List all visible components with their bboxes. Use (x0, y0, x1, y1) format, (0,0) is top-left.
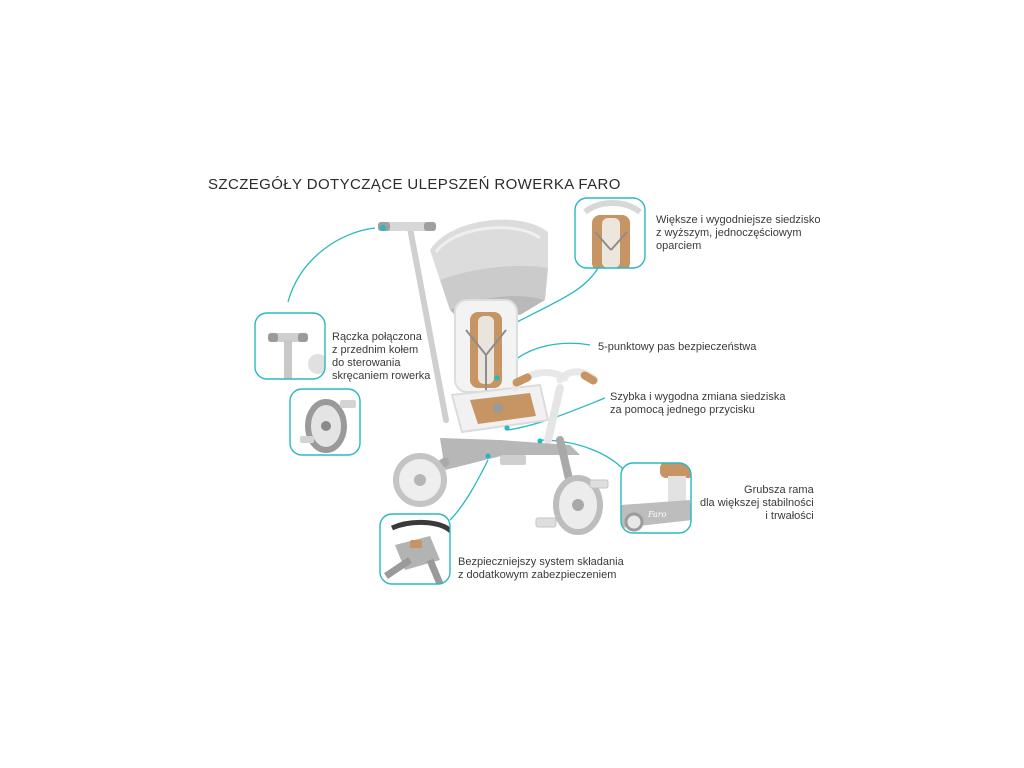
callout-seat-change-line-1: Szybka i wygodna zmiana siedziska (610, 391, 786, 403)
canopy (430, 219, 548, 322)
front-bar (511, 368, 599, 444)
callout-seat-change-line-2: za pomocą jednego przycisku (610, 404, 755, 416)
push-handle (378, 222, 449, 423)
callout-seat-line-3: oparciem (656, 240, 702, 252)
callout-harness: 5-punktowy pas bezpieczeństwa (598, 341, 756, 354)
callout-seat-line-1: Większe i wygodniejsze siedzisko (656, 214, 821, 226)
tricycle (378, 219, 609, 535)
pedal-right (589, 479, 609, 489)
callout-folding-line-2: z dodatkowym zabezpieczeniem (458, 569, 617, 581)
detail-seat-thumbnail (574, 197, 646, 269)
brand-mark: Faro (647, 510, 667, 519)
detail-frame-thumbnail: Faro (620, 462, 692, 534)
callout-harness-line-1: 5-punktowy pas bezpieczeństwa (598, 341, 757, 353)
callout-seat: Większe i wygodniejsze siedzisko z wyższ… (656, 214, 820, 253)
front-wheel (553, 475, 603, 535)
pedal-left (535, 517, 557, 528)
connector-handle (287, 227, 376, 303)
callout-frame-line-2: dla większej stabilności (700, 497, 814, 509)
callout-frame-line-3: i trwałości (765, 510, 814, 522)
callout-folding-line-1: Bezpieczniejszy system składania (458, 556, 624, 568)
detail-folding-thumbnail (379, 513, 451, 585)
page-title: SZCZEGÓŁY DOTYCZĄCE ULEPSZEŃ ROWERKA FAR… (208, 176, 621, 193)
callout-frame: Grubsza rama dla większej stabilności i … (700, 484, 814, 523)
connector-folding (449, 459, 489, 521)
callout-handle-line-4: skręcaniem rowerka (332, 370, 431, 382)
detail-handle-thumbnail (254, 312, 326, 380)
callout-seat-change: Szybka i wygodna zmiana siedziska za pom… (610, 391, 785, 417)
callout-handle-line-3: do sterowania (332, 357, 401, 369)
footrest (500, 455, 526, 465)
connector-seat (516, 267, 599, 323)
seat-back (454, 299, 518, 393)
detail-wheel-thumbnail (289, 388, 361, 456)
callout-handle-line-1: Rączka połączona (332, 331, 422, 343)
callout-handle: Rączka połączona z przednim kołem do ste… (332, 331, 430, 383)
callout-frame-line-1: Grubsza rama (744, 484, 814, 496)
seat-cushion (450, 375, 550, 434)
rear-wheel (393, 453, 447, 507)
callout-handle-line-2: z przednim kołem (332, 344, 419, 356)
callout-folding: Bezpieczniejszy system składania z dodat… (458, 556, 624, 582)
callout-seat-line-2: z wyższym, jednoczęściowym (656, 227, 802, 239)
